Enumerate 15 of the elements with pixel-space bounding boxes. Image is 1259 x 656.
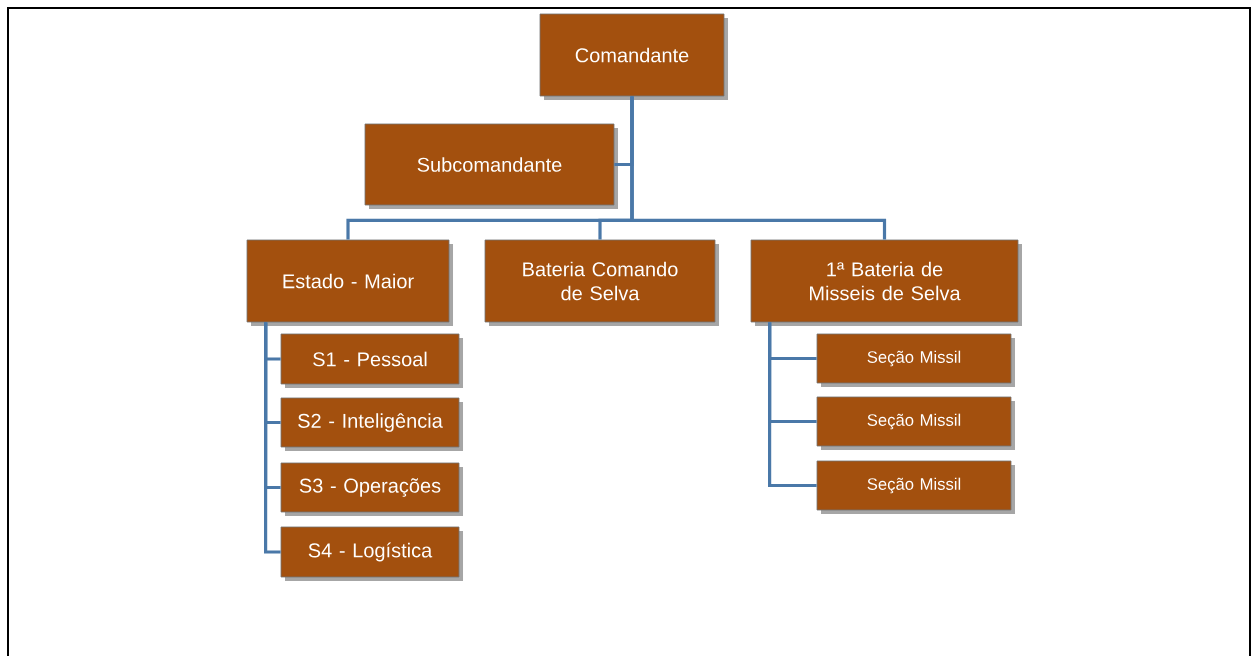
org-box: Bateria Comando de Selva: [484, 239, 719, 326]
org-box: S4 - Logística: [280, 526, 463, 581]
org-box: Subcomandante: [364, 123, 618, 209]
connector-line: [264, 322, 281, 554]
org-box: S3 - Operações: [280, 462, 463, 516]
connector-line: [630, 96, 887, 240]
org-box: Estado - Maior: [246, 239, 453, 326]
org-box: 1ª Bateria de Misseis de Selva: [750, 239, 1022, 326]
org-box: Seção Missil: [816, 333, 1015, 387]
org-box: Seção Missil: [816, 396, 1015, 450]
org-box: Comandante: [539, 13, 728, 100]
connector-line: [768, 322, 817, 488]
org-box: S2 - Inteligência: [280, 397, 463, 451]
org-box: Seção Missil: [816, 460, 1015, 514]
org-box: S1 - Pessoal: [280, 333, 463, 388]
